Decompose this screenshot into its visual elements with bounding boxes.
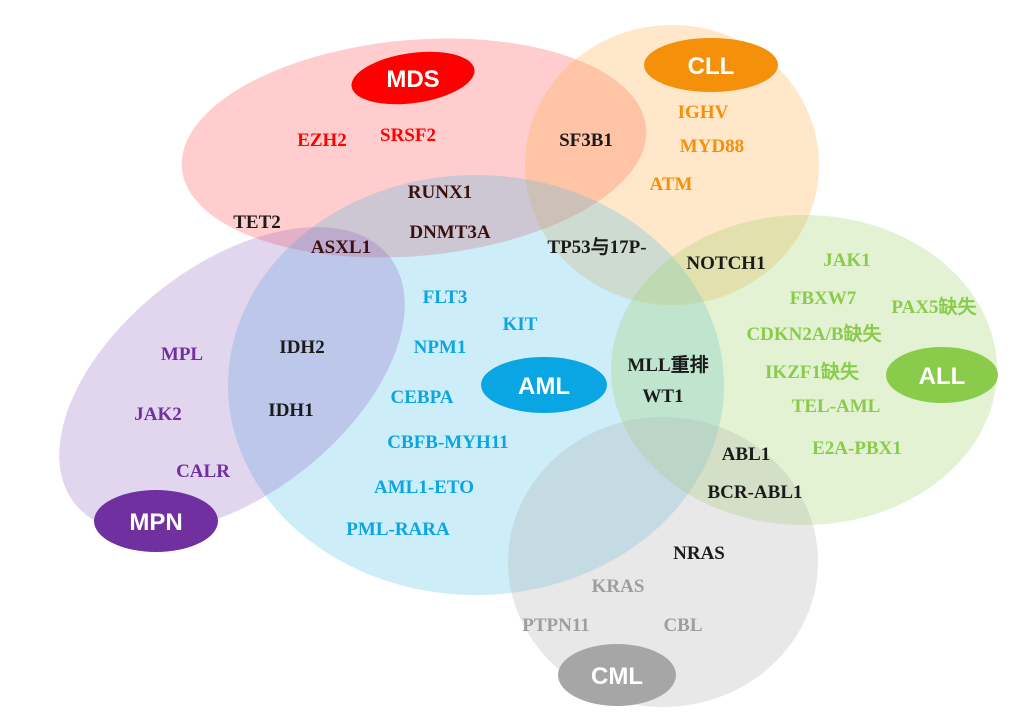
cll-label: CLL bbox=[688, 53, 735, 80]
aml-label: AML bbox=[518, 373, 570, 400]
cml-ellipse bbox=[508, 417, 818, 707]
gene-cdkn2a: CDKN2A/B缺失 bbox=[746, 322, 882, 345]
cll-badge: CLL bbox=[644, 38, 778, 92]
mpn-ellipse bbox=[59, 227, 405, 533]
gene-tet2: TET2 bbox=[233, 212, 281, 233]
gene-wt1: WT1 bbox=[642, 386, 683, 407]
gene-notch1: NOTCH1 bbox=[686, 253, 765, 274]
gene-runx1: RUNX1 bbox=[408, 182, 472, 203]
gene-pml-rara: PML-RARA bbox=[346, 519, 450, 540]
gene-cbl: CBL bbox=[663, 615, 702, 636]
gene-npm1: NPM1 bbox=[414, 337, 467, 358]
gene-asxl1: ASXL1 bbox=[311, 237, 371, 258]
gene-atm: ATM bbox=[650, 174, 693, 195]
gene-flt3: FLT3 bbox=[423, 287, 468, 308]
mpn-badge: MPN bbox=[94, 490, 218, 552]
cml-label: CML bbox=[591, 663, 643, 690]
gene-mll: MLL重排 bbox=[627, 353, 708, 376]
gene-cbfb-myh11: CBFB-MYH11 bbox=[387, 432, 508, 453]
aml-ellipse bbox=[228, 175, 724, 595]
gene-cebpa: CEBPA bbox=[391, 387, 454, 408]
mds-badge: MDS bbox=[351, 51, 475, 105]
gene-dnmt3a: DNMT3A bbox=[409, 222, 491, 243]
gene-abl1: ABL1 bbox=[722, 444, 771, 465]
gene-ighv: IGHV bbox=[678, 102, 729, 123]
aml-badge: AML bbox=[481, 357, 607, 413]
gene-ikzf1: IKZF1缺失 bbox=[765, 360, 860, 383]
mds-label: MDS bbox=[386, 66, 439, 93]
gene-calr: CALR bbox=[176, 461, 230, 482]
gene-ezh2: EZH2 bbox=[297, 130, 347, 151]
all-label: ALL bbox=[919, 363, 966, 390]
gene-bcr-abl1: BCR-ABL1 bbox=[707, 482, 802, 503]
gene-tp53: TP53与17P- bbox=[547, 236, 646, 258]
gene-mpl: MPL bbox=[161, 344, 203, 365]
gene-fbxw7: FBXW7 bbox=[790, 288, 857, 309]
all-ellipse bbox=[611, 215, 997, 525]
gene-jak2: JAK2 bbox=[134, 404, 182, 425]
gene-myd88: MYD88 bbox=[680, 136, 744, 157]
gene-pax5: PAX5缺失 bbox=[891, 295, 977, 318]
gene-aml1-eto: AML1-ETO bbox=[374, 477, 474, 498]
gene-e2a-pbx1: E2A-PBX1 bbox=[812, 438, 902, 459]
gene-idh2: IDH2 bbox=[279, 337, 324, 358]
mds-ellipse bbox=[181, 38, 647, 258]
gene-tel-aml: TEL-AML bbox=[792, 396, 881, 417]
gene-jak1: JAK1 bbox=[823, 250, 871, 271]
gene-kit: KIT bbox=[503, 314, 538, 335]
gene-sf3b1: SF3B1 bbox=[559, 130, 613, 151]
gene-kras: KRAS bbox=[592, 576, 645, 597]
gene-idh1: IDH1 bbox=[268, 400, 313, 421]
cll-ellipse bbox=[525, 25, 819, 305]
cml-badge: CML bbox=[558, 644, 676, 706]
gene-nras: NRAS bbox=[673, 543, 725, 564]
gene-srsf2: SRSF2 bbox=[380, 125, 436, 146]
gene-ptpn11: PTPN11 bbox=[522, 615, 590, 636]
all-badge: ALL bbox=[886, 347, 998, 403]
mpn-label: MPN bbox=[129, 509, 182, 536]
